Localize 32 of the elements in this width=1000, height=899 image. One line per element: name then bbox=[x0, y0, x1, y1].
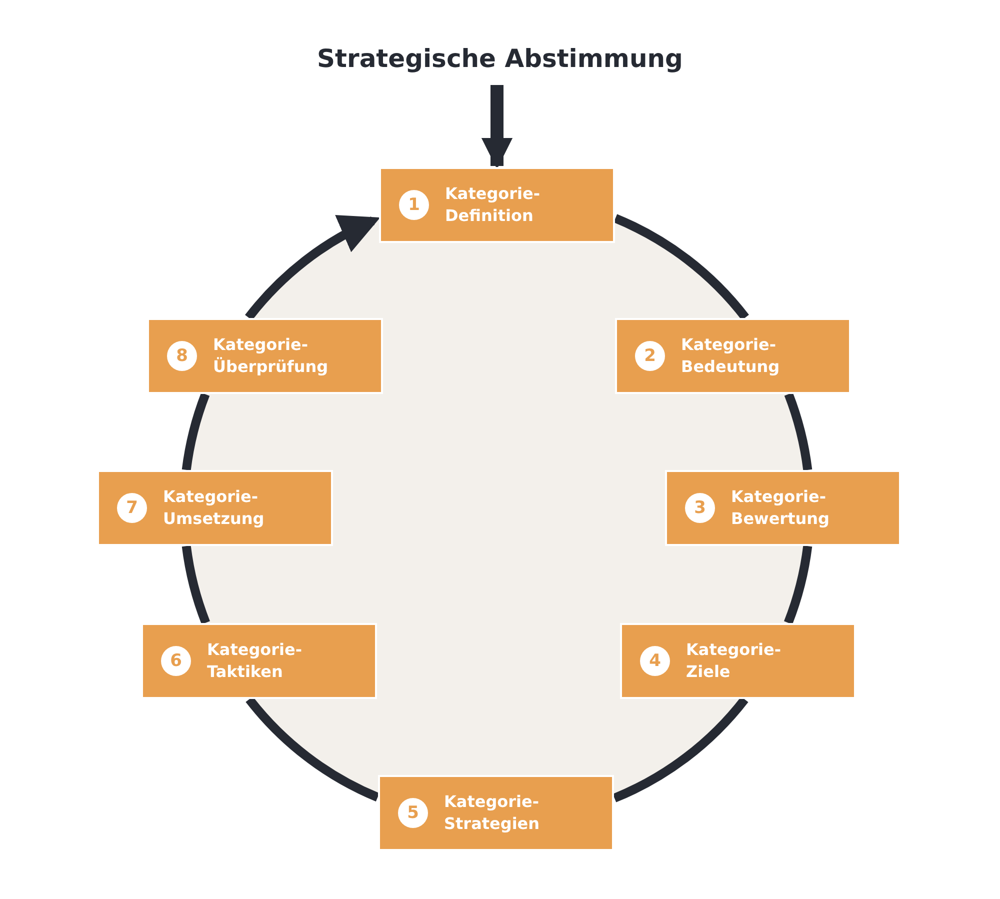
arrow bbox=[481, 85, 513, 170]
step-number: 5 bbox=[398, 798, 428, 828]
step-number: 1 bbox=[399, 190, 429, 220]
step-label: Kategorie-Taktiken bbox=[207, 639, 304, 683]
step-label: Kategorie-Strategien bbox=[444, 791, 541, 835]
step-box bbox=[141, 623, 377, 699]
cycle-arc bbox=[182, 392, 210, 471]
heading-text: Strategische Abstimmung bbox=[317, 44, 683, 73]
step-number: 4 bbox=[640, 646, 670, 676]
cycle-arc bbox=[784, 392, 812, 471]
step-number: 3 bbox=[685, 493, 715, 523]
step-box bbox=[147, 318, 383, 394]
step-box bbox=[665, 470, 901, 546]
step-box bbox=[620, 623, 856, 699]
arrow bbox=[245, 216, 380, 321]
cycle-arc bbox=[784, 545, 812, 624]
step-label: Kategorie-Definition bbox=[445, 183, 542, 227]
step-number: 7 bbox=[117, 493, 147, 523]
step-label: Kategorie-Bewertung bbox=[731, 486, 830, 530]
step-label: Kategorie-Umsetzung bbox=[163, 486, 266, 530]
cycle-arc bbox=[182, 545, 210, 624]
step-label: Kategorie-Bedeutung bbox=[681, 334, 781, 378]
step-label: Kategorie-Ziele bbox=[686, 639, 782, 683]
step-number: 6 bbox=[161, 646, 191, 676]
step-number: 8 bbox=[167, 341, 197, 371]
step-box bbox=[615, 318, 851, 394]
cycle-arc bbox=[614, 214, 749, 320]
step-label: Kategorie-Überprüfung bbox=[213, 334, 330, 378]
step-box bbox=[378, 775, 614, 851]
step-box bbox=[379, 167, 615, 243]
step-box bbox=[97, 470, 333, 546]
step-number: 2 bbox=[635, 341, 665, 371]
